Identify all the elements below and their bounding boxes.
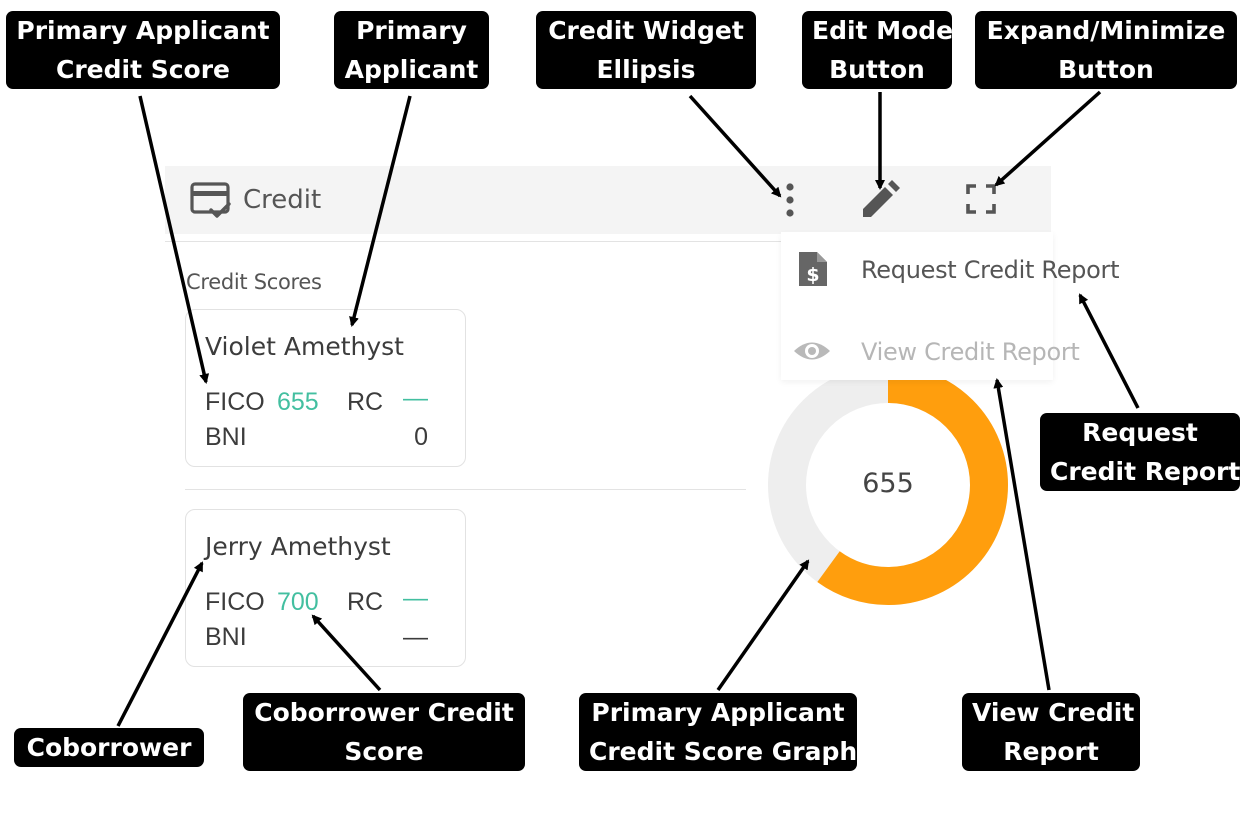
bni-value: — — [403, 623, 428, 651]
fico-score: 700 — [277, 588, 319, 616]
document-dollar-icon: $ — [799, 252, 827, 286]
applicant-name: Jerry Amethyst — [205, 532, 391, 561]
widget-title: Credit — [243, 185, 322, 215]
callout-coborrower: Coborrower — [14, 728, 204, 767]
credit-scores-label: Credit Scores — [186, 270, 322, 294]
bni-label: BNI — [205, 423, 247, 451]
rc-score: — — [403, 584, 428, 612]
credit-widget-menu: $ Request Credit Report View Credit Repo… — [781, 232, 1119, 380]
rc-label: RC — [347, 388, 384, 416]
rc-score: — — [403, 384, 428, 412]
gauge-arc — [768, 365, 1008, 605]
cards-divider — [185, 489, 746, 490]
fico-label: FICO — [205, 388, 265, 416]
arrow-request-report — [1078, 293, 1140, 409]
credit-widget-header — [165, 166, 1051, 234]
bni-label: BNI — [205, 623, 247, 651]
applicant-card-primary: Violet Amethyst FICO 655 RC — BNI 0 — [185, 309, 466, 467]
gauge-score-value: 655 — [862, 468, 914, 499]
rc-label: RC — [347, 588, 384, 616]
credit-score-gauge — [768, 365, 1008, 605]
expand-icon[interactable] — [962, 180, 1000, 218]
menu-item-label: Request Credit Report — [861, 256, 1120, 284]
view-credit-report-item[interactable]: View Credit Report — [781, 314, 1080, 388]
menu-item-label: View Credit Report — [861, 338, 1080, 366]
pencil-icon[interactable] — [858, 178, 902, 222]
fico-label: FICO — [205, 588, 265, 616]
applicant-card-coborrower: Jerry Amethyst FICO 700 RC — BNI — — [185, 509, 466, 667]
eye-icon — [794, 342, 830, 360]
header-divider — [165, 241, 785, 242]
vertical-ellipsis-icon[interactable] — [778, 180, 802, 220]
bni-value: 0 — [414, 423, 428, 451]
svg-text:$: $ — [806, 264, 819, 286]
applicant-name: Violet Amethyst — [205, 332, 404, 361]
fico-score: 655 — [277, 388, 319, 416]
credit-card-check-icon — [190, 182, 231, 218]
request-credit-report-item[interactable]: $ Request Credit Report — [781, 232, 1119, 306]
